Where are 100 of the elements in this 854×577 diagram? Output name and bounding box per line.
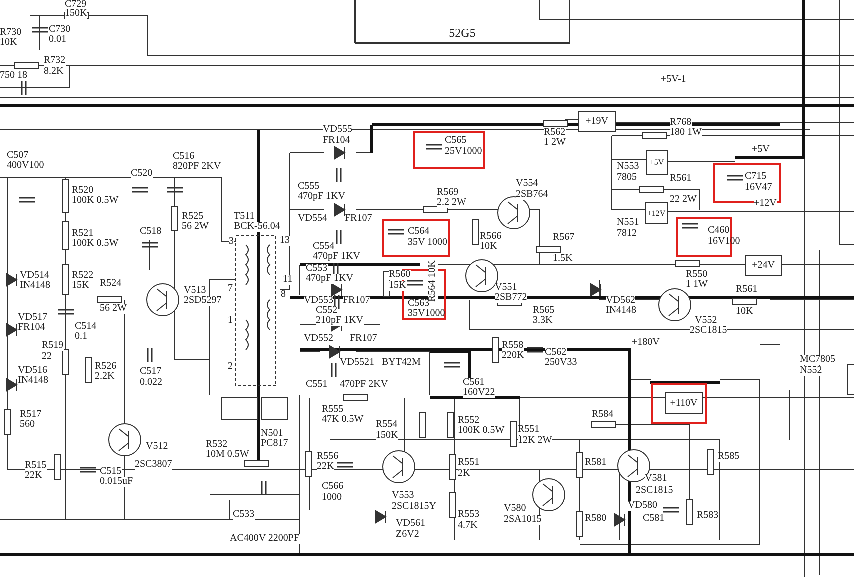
component-value: 2SC1815 xyxy=(636,486,674,496)
component-value: 22 2W xyxy=(670,195,697,205)
component-label: R552 xyxy=(458,416,480,426)
component-label: C555 xyxy=(298,182,320,192)
component-value: 10K xyxy=(0,38,18,48)
component-value: 2SB772 xyxy=(495,293,528,303)
component-label: R732 xyxy=(44,56,66,66)
component-label: VD561 xyxy=(396,519,426,529)
component-label: R515 xyxy=(25,461,47,471)
component-label: C562 xyxy=(545,348,567,358)
component-value: 56 2W xyxy=(100,304,127,314)
component-label: C515 xyxy=(100,467,122,477)
component-label: R519 xyxy=(42,341,64,351)
component-label: R525 xyxy=(182,212,204,222)
component-value: IN4148 xyxy=(606,306,637,316)
component-label: R522 xyxy=(72,271,94,281)
regulator-box: +5V xyxy=(646,150,668,175)
component-label: C553 xyxy=(306,264,328,274)
component-label: N551 xyxy=(617,218,640,228)
component-value: BYT42M xyxy=(382,358,421,368)
component-value: 180 1W xyxy=(670,128,702,138)
component-label: R561 xyxy=(670,174,692,184)
component-value: 2.2K xyxy=(95,372,115,382)
component-value: 1000 xyxy=(322,493,342,503)
component-value: 2SB764 xyxy=(516,190,548,200)
pin-number: 3 xyxy=(229,237,234,247)
highlight-frame xyxy=(382,219,450,257)
component-value: 22 xyxy=(42,352,52,362)
component-label: R526 xyxy=(95,362,117,372)
component-value: 400V100 xyxy=(7,161,44,171)
component-value: 210pF 1KV xyxy=(316,316,364,326)
component-label: V551 xyxy=(495,283,518,293)
highlight-frame xyxy=(651,383,707,424)
component-label: V554 xyxy=(516,179,538,189)
component-value: 10K xyxy=(480,242,498,252)
component-label: R566 xyxy=(480,232,502,242)
component-value: 2SC3807 xyxy=(135,460,172,470)
component-label: V512 xyxy=(146,442,168,452)
component-label: C565 xyxy=(445,135,467,146)
component-value: Z6V2 xyxy=(396,530,420,540)
component-label: V552 xyxy=(695,316,718,326)
component-value: 470pF 1KV xyxy=(313,252,361,262)
component-value: 150K xyxy=(65,9,88,19)
component-value: 560 xyxy=(20,420,35,430)
component-label: C561 xyxy=(463,378,485,388)
component-value: 2SC1815 xyxy=(690,326,728,336)
component-label: C514 xyxy=(75,322,97,332)
component-label: R560 xyxy=(389,270,411,280)
component-value: AC400V 2200PF xyxy=(230,534,300,544)
component-value: 25V1000 xyxy=(445,146,482,157)
component-label: V581 xyxy=(645,474,668,484)
component-value: 47K 0.5W xyxy=(322,415,364,425)
component-label: VD5521 xyxy=(340,358,374,368)
component-value: 820PF 2KV xyxy=(173,162,222,172)
component-value: BCK-56.04 xyxy=(234,222,280,232)
net-label: +5V xyxy=(752,145,770,155)
component-value: PC817 xyxy=(261,439,288,449)
component-label: C730 xyxy=(49,25,71,35)
component-label: R569 xyxy=(437,188,459,198)
component-label: C507 xyxy=(7,151,29,161)
component-value: 15K xyxy=(389,281,406,291)
component-value: 470pF 1KV xyxy=(298,192,346,202)
component-label: R554 xyxy=(376,420,398,430)
component-label: R551 xyxy=(518,425,540,435)
component-value: 150K xyxy=(376,431,398,441)
component-label: V513 xyxy=(184,286,206,296)
component-label: C552 xyxy=(316,306,338,316)
component-label: R561 xyxy=(736,285,758,295)
component-label: C551 xyxy=(306,380,328,390)
component-label: R768 xyxy=(670,118,692,128)
component-label: V580 xyxy=(504,504,526,514)
component-value: 100K 0.5W xyxy=(458,426,505,436)
component-value: 2K xyxy=(458,469,470,479)
component-value: 15K xyxy=(72,281,90,291)
component-label: R551 xyxy=(458,458,480,468)
net-label: +180V xyxy=(632,338,660,348)
component-label: VD516 xyxy=(18,366,48,376)
component-label: R564 10K xyxy=(428,260,438,302)
component-label: C581 xyxy=(643,514,665,524)
component-label: VD580 xyxy=(628,501,658,511)
component-label: R562 xyxy=(544,128,566,138)
component-label: V553 xyxy=(392,491,414,501)
component-label: R567 xyxy=(553,233,575,243)
component-value: 470PF 2KV xyxy=(340,380,388,390)
pin-number: 8 xyxy=(281,290,286,300)
component-label: VD552 xyxy=(304,334,334,344)
component-label: R553 xyxy=(458,510,480,520)
pin-number: 11 xyxy=(283,275,293,285)
highlight-frame xyxy=(413,131,485,169)
component-value: FR104 xyxy=(323,136,350,146)
component-value: 2SA1015 xyxy=(504,515,542,525)
component-label: VD555 xyxy=(323,125,352,135)
component-value: 10K xyxy=(736,307,754,317)
component-value: 1 1W xyxy=(686,280,708,290)
component-value: FR104 xyxy=(18,323,46,333)
component-value: FR107 xyxy=(345,214,372,224)
component-label: C554 xyxy=(313,242,335,252)
pin-number: 1 xyxy=(228,316,233,326)
component-label: C520 xyxy=(131,169,153,179)
component-value: 100K 0.5W xyxy=(72,196,119,206)
